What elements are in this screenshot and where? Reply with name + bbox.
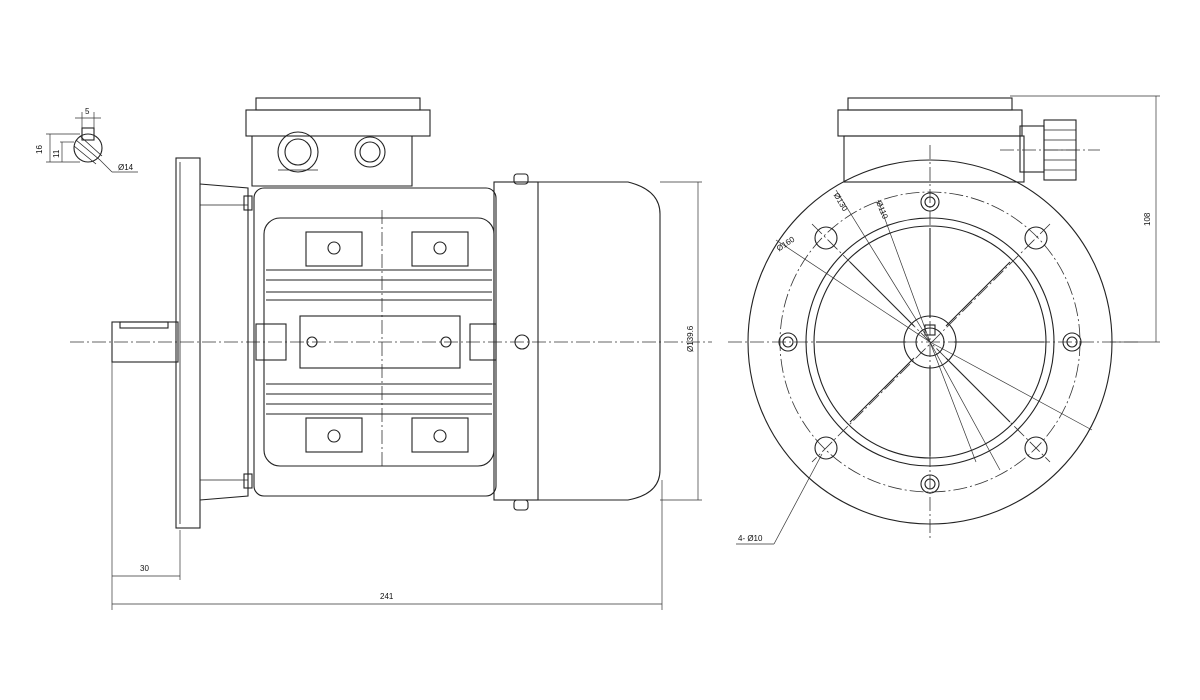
- bolt-holes: [778, 192, 1082, 494]
- holes-label: 4- Ø10: [738, 534, 763, 543]
- motor-side-view: 30 241 Ø139.6: [70, 97, 712, 610]
- body-diameter-label: Ø139.6: [686, 325, 695, 352]
- shaft-a-label: 16: [35, 145, 44, 154]
- pcd-160-label: Ø160: [775, 234, 797, 253]
- motor-front-view: Ø130 Ø110 Ø160 4- Ø10 108: [728, 95, 1160, 545]
- shaft-b-label: 11: [52, 149, 61, 158]
- flange-length-label: 30: [140, 564, 149, 573]
- shaft-dia-label: Ø14: [118, 163, 134, 172]
- total-length-label: 241: [380, 592, 394, 601]
- pcd-110-label: Ø110: [874, 199, 890, 220]
- shaft-section-detail: 5 16 11 Ø14: [35, 107, 138, 173]
- pcd-130-label: Ø130: [832, 191, 850, 213]
- key-width-label: 5: [85, 107, 90, 116]
- height-label: 108: [1143, 212, 1152, 226]
